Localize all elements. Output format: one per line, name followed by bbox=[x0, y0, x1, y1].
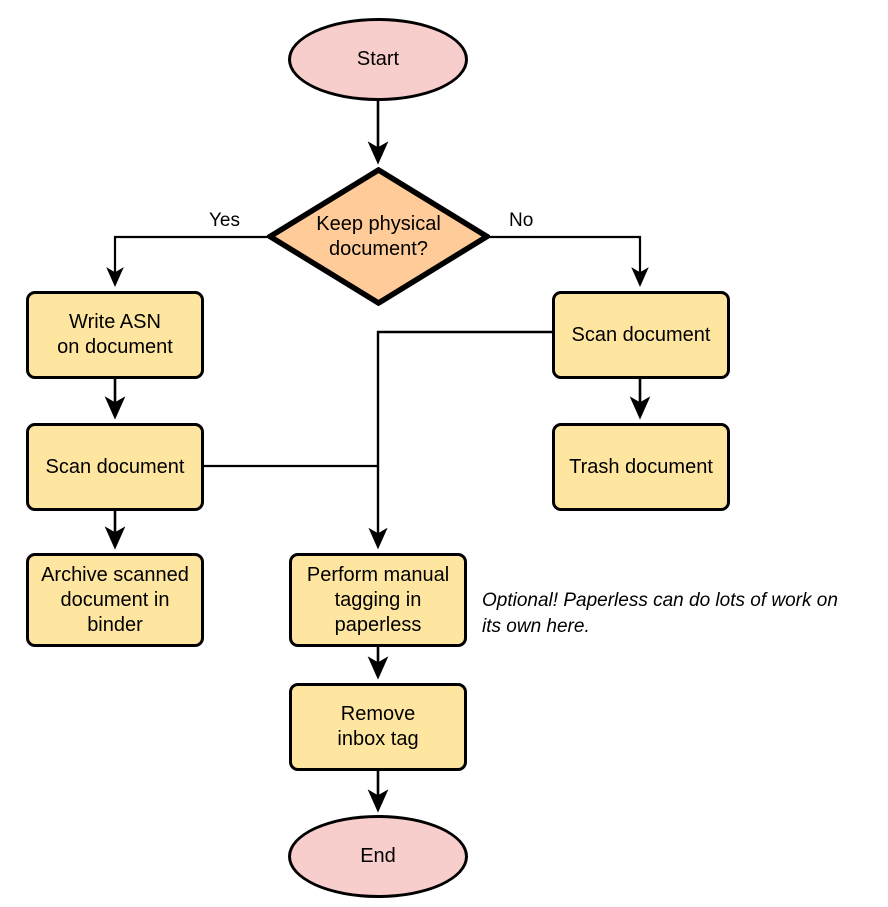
edge-scan-right-to-tagging bbox=[368, 330, 552, 550]
diamond-shape bbox=[267, 167, 490, 306]
node-end-label: End bbox=[360, 845, 396, 867]
annotation-optional-note: Optional! Paperless can do lots of work … bbox=[482, 590, 838, 637]
node-start-label: Start bbox=[356, 48, 400, 70]
node-manual-tagging[interactable]: Perform manual tagging in paperless bbox=[289, 553, 467, 647]
node-trash-document-label: Trash document bbox=[569, 455, 713, 478]
node-write-asn[interactable]: Write ASN on document bbox=[26, 291, 204, 379]
edge-label-yes: Yes bbox=[209, 210, 240, 231]
node-remove-inbox-tag-label: Remove inbox tag bbox=[337, 703, 419, 750]
node-write-asn-label: Write ASN on document bbox=[57, 311, 173, 358]
node-manual-tagging-label: Perform manual tagging in paperless bbox=[306, 563, 450, 636]
node-scan-document-right-label: Scan document bbox=[571, 323, 711, 346]
node-keep-physical-document-label: Keep physical document? bbox=[316, 212, 441, 260]
node-start[interactable]: Start bbox=[288, 18, 468, 101]
node-remove-inbox-tag[interactable]: Remove inbox tag bbox=[289, 683, 467, 771]
node-scan-document-right[interactable]: Scan document bbox=[552, 291, 730, 379]
node-trash-document[interactable]: Trash document bbox=[552, 423, 730, 511]
edge-decision-yes-to-write-asn bbox=[106, 235, 267, 287]
node-archive-in-binder-label: Archive scanned document in binder bbox=[41, 563, 189, 636]
node-end[interactable]: End bbox=[288, 815, 468, 898]
edge-decision-no-to-scan-right bbox=[490, 235, 649, 287]
edge-label-no: No bbox=[509, 210, 534, 231]
node-keep-physical-document[interactable]: Keep physical document? bbox=[267, 167, 490, 306]
node-archive-in-binder[interactable]: Archive scanned document in binder bbox=[26, 553, 204, 647]
node-scan-document-left-label: Scan document bbox=[45, 455, 185, 478]
node-scan-document-left[interactable]: Scan document bbox=[26, 423, 204, 511]
